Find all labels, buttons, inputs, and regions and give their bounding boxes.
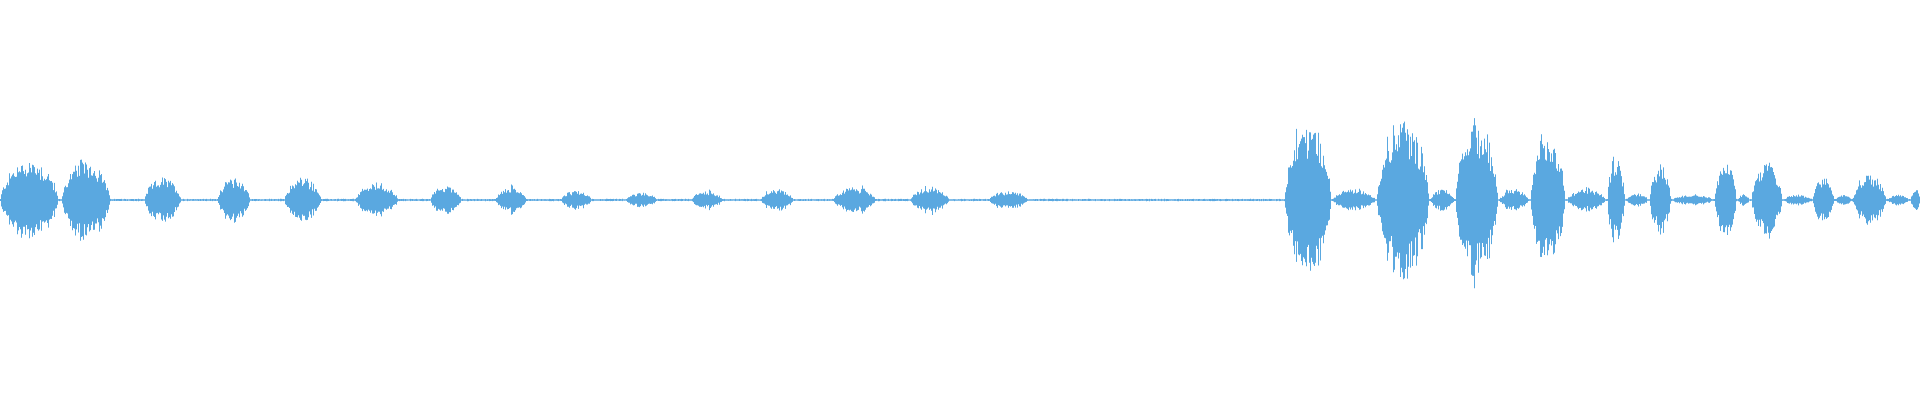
waveform-trace	[0, 118, 1920, 289]
waveform-amplitude-bars	[0, 118, 1920, 289]
